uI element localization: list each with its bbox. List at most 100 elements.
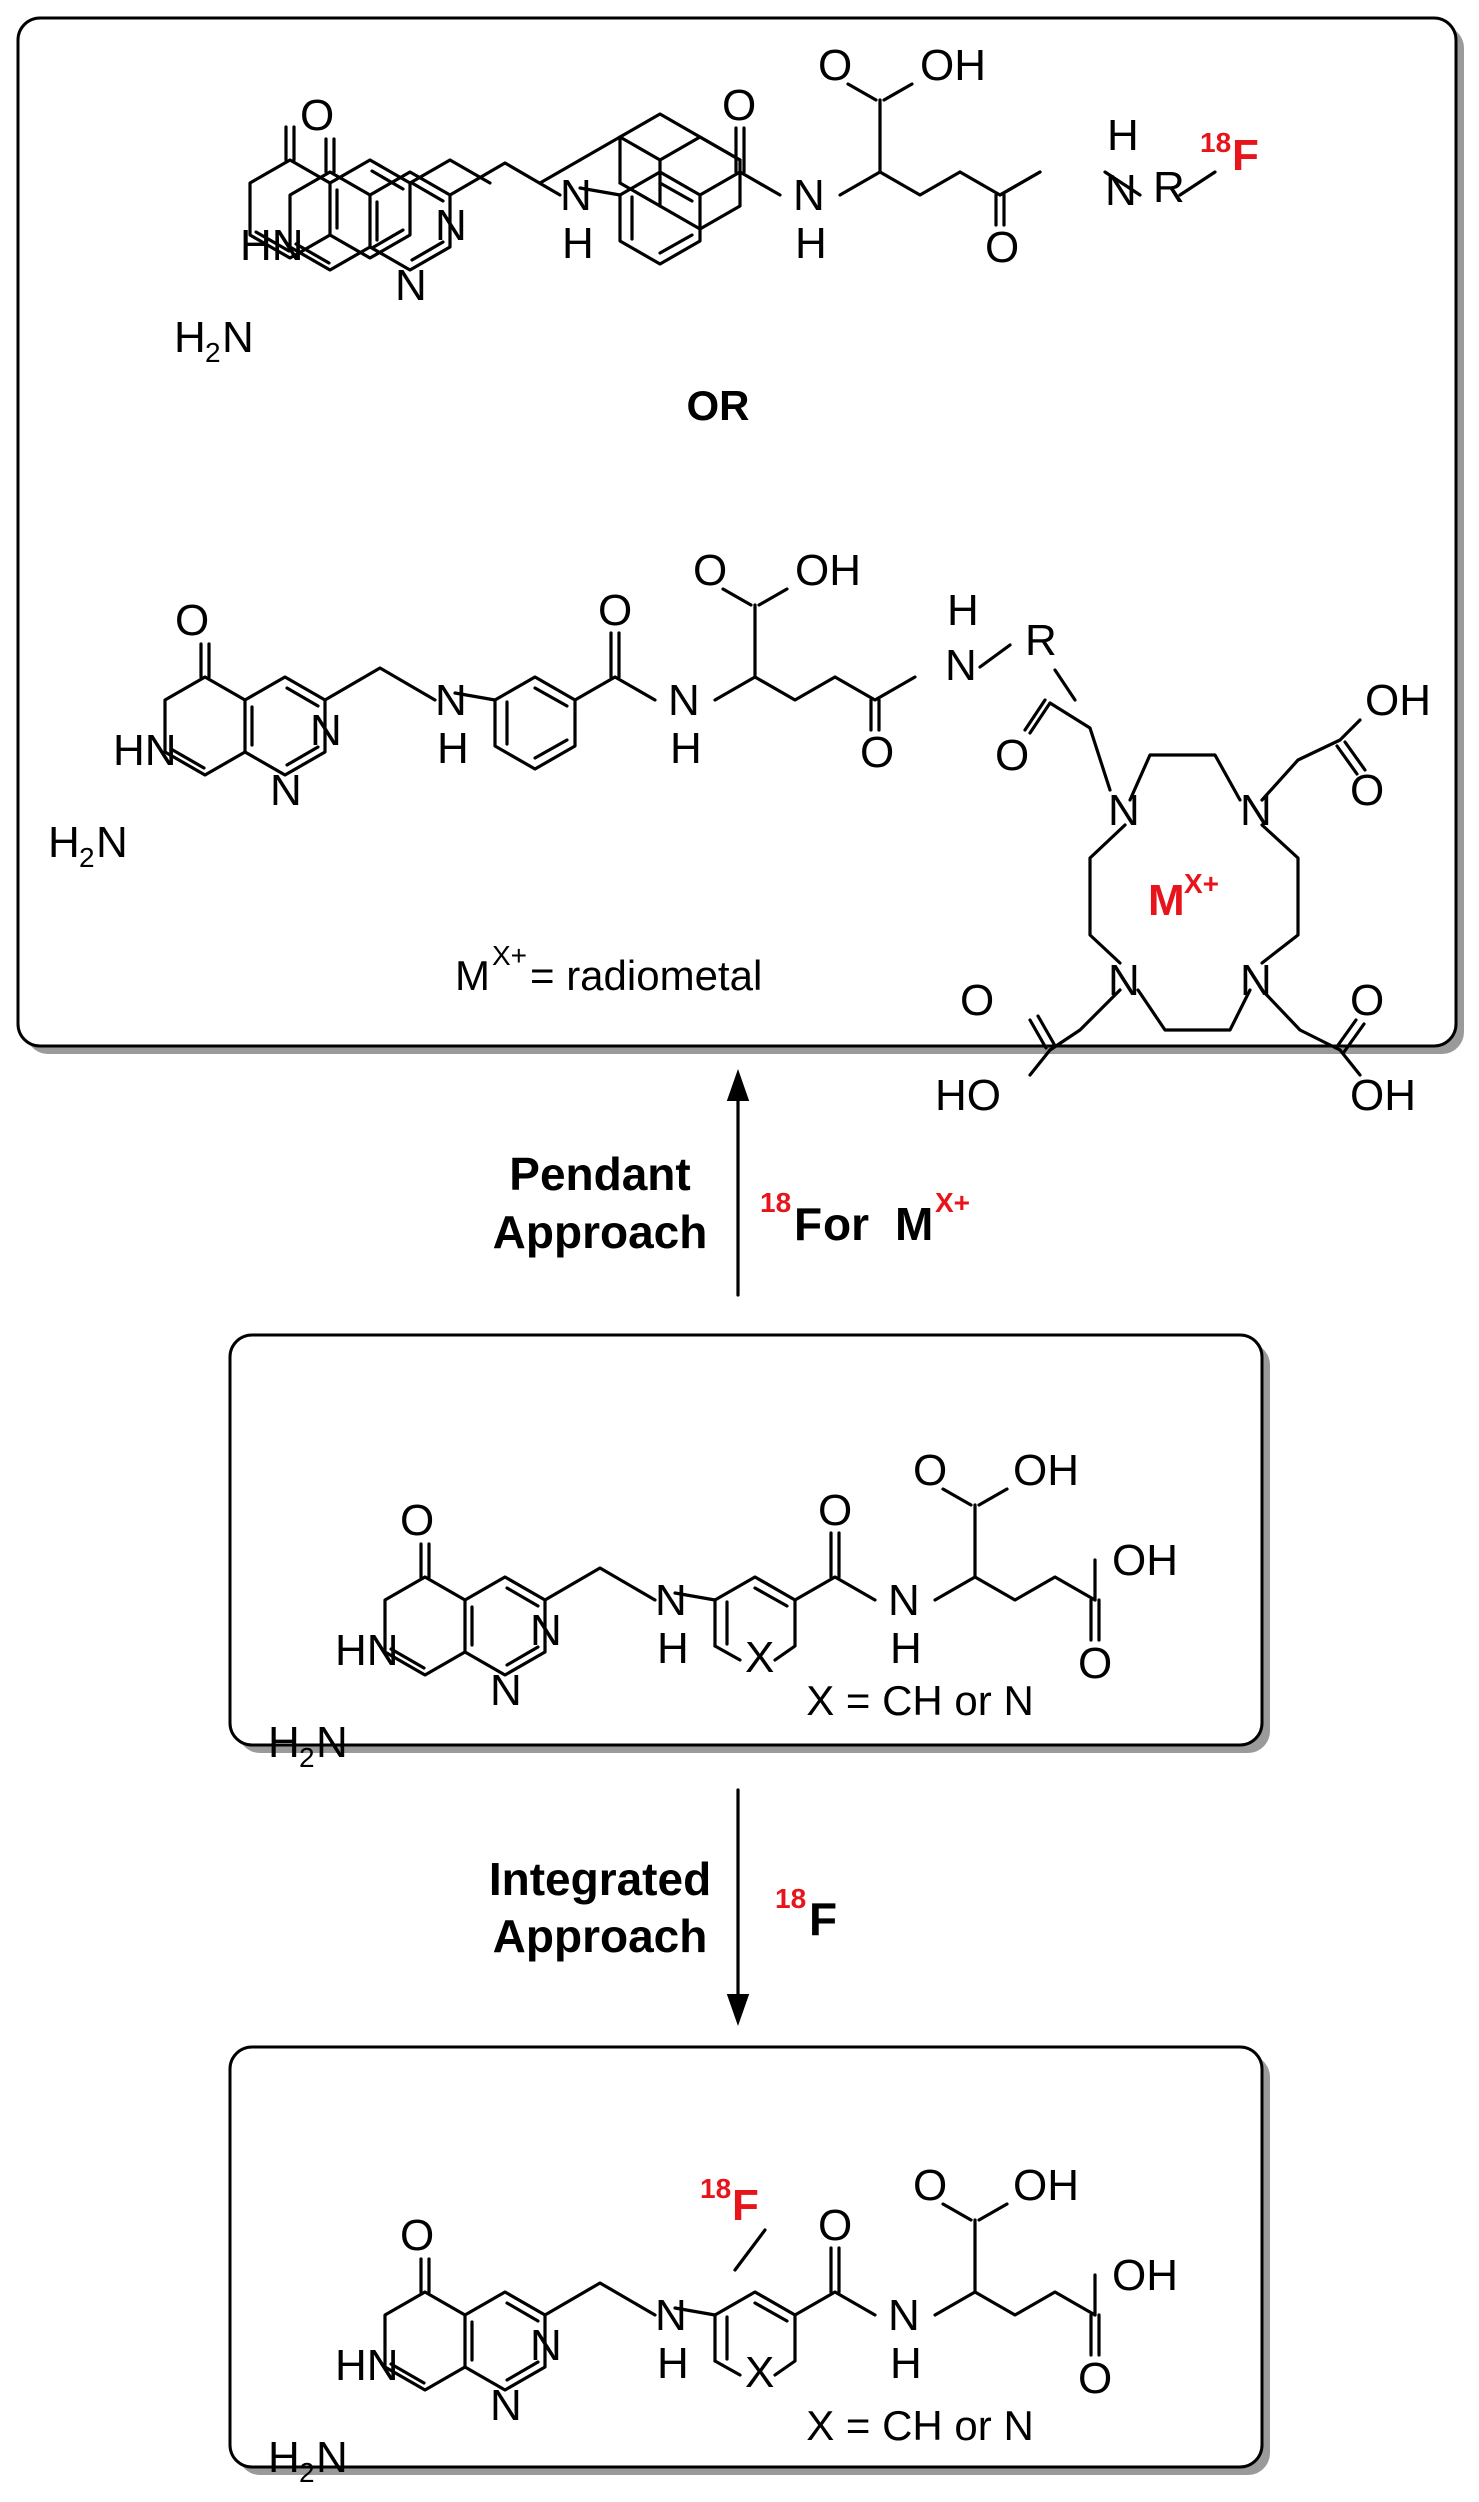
svg-text:OH: OH	[1365, 676, 1431, 725]
svg-text:H: H	[48, 818, 80, 867]
structure-1: O HN H 2 N N N N H N H O O OH O N H R 18…	[174, 41, 1259, 368]
svg-text:N: N	[310, 706, 342, 755]
svg-text:O: O	[913, 2161, 947, 2210]
svg-text:HN: HN	[240, 221, 304, 270]
svg-text:N: N	[655, 1576, 687, 1625]
svg-text:N: N	[270, 766, 302, 815]
pendant-label-line1: Pendant	[509, 1148, 690, 1200]
svg-text:= radiometal: = radiometal	[530, 952, 762, 999]
svg-text:N: N	[96, 818, 128, 867]
svg-text:M: M	[895, 1198, 933, 1250]
svg-text:18: 18	[760, 1187, 791, 1218]
svg-text:X: X	[745, 2348, 774, 2397]
svg-text:N: N	[530, 1606, 562, 1655]
svg-text:N: N	[793, 171, 825, 220]
structure-folate-f18	[248, 112, 742, 260]
svg-text:N: N	[1108, 956, 1140, 1005]
pendant-reagent: 18 F or M X+	[760, 1187, 970, 1250]
middle-panel	[228, 1333, 1270, 1753]
svg-text:N: N	[1105, 166, 1137, 215]
svg-text:N: N	[530, 2321, 562, 2370]
svg-text:H: H	[670, 724, 702, 773]
svg-text:O: O	[400, 2211, 434, 2260]
svg-text:OH: OH	[795, 546, 861, 595]
svg-text:O: O	[598, 586, 632, 635]
svg-text:N: N	[1240, 956, 1272, 1005]
svg-text:O: O	[818, 1486, 852, 1535]
middle-x-note: X = CH or N	[806, 1677, 1034, 1724]
svg-text:N: N	[1240, 786, 1272, 835]
svg-text:N: N	[655, 2291, 687, 2340]
svg-text:OH: OH	[1112, 1536, 1178, 1585]
svg-text:N: N	[945, 641, 977, 690]
structure-f18-folate: O HN H 2 N N N N H X 18 F N H O O OH OH …	[268, 2161, 1178, 2488]
bottom-x-note: X = CH or N	[806, 2402, 1034, 2449]
svg-text:H: H	[562, 219, 594, 268]
top-panel	[16, 16, 1464, 1054]
svg-text:H: H	[890, 1624, 922, 1673]
svg-text:F: F	[809, 1893, 837, 1945]
structure-folic-acid: O HN H 2 N N N N H X N H O O OH OH O	[268, 1446, 1178, 1773]
svg-text:M: M	[1148, 876, 1185, 925]
svg-text:N: N	[490, 2381, 522, 2430]
svg-text:F: F	[1232, 131, 1259, 180]
svg-text:OH: OH	[1013, 1446, 1079, 1495]
integrated-reagent: 18 F	[775, 1883, 837, 1945]
svg-text:N: N	[888, 1576, 920, 1625]
svg-text:H: H	[890, 2339, 922, 2388]
svg-text:O: O	[985, 223, 1019, 272]
svg-text:2: 2	[299, 2457, 315, 2488]
svg-text:H: H	[1107, 111, 1139, 160]
svg-text:O: O	[1350, 766, 1384, 815]
svg-text:H: H	[268, 2433, 300, 2482]
svg-text:N: N	[316, 1718, 348, 1767]
svg-text:N: N	[668, 676, 700, 725]
svg-text:N: N	[888, 2291, 920, 2340]
svg-text:O: O	[693, 546, 727, 595]
svg-text:R: R	[1153, 163, 1185, 212]
svg-text:O: O	[1350, 976, 1384, 1025]
svg-text:H: H	[268, 1718, 300, 1767]
svg-text:O: O	[1078, 2354, 1112, 2403]
svg-text:2: 2	[205, 337, 221, 368]
svg-text:2: 2	[79, 842, 95, 873]
svg-text:O: O	[913, 1446, 947, 1495]
svg-text:R: R	[1025, 616, 1057, 665]
svg-text:N: N	[490, 1666, 522, 1715]
svg-text:OH: OH	[920, 41, 986, 90]
svg-text:N: N	[222, 313, 254, 362]
svg-text:F: F	[794, 1198, 822, 1250]
svg-text:X+: X+	[935, 1187, 970, 1218]
structure-2: O HN H 2 N N N N H N H O O OH O N H R O …	[48, 546, 1431, 1120]
svg-text:X+: X+	[1184, 868, 1219, 899]
svg-text:O: O	[818, 2201, 852, 2250]
svg-text:OH: OH	[1112, 2251, 1178, 2300]
svg-text:H: H	[795, 219, 827, 268]
svg-text:H: H	[657, 1624, 689, 1673]
svg-text:N: N	[316, 2433, 348, 2482]
svg-text:O: O	[995, 731, 1029, 780]
svg-text:O: O	[860, 728, 894, 777]
svg-text:N: N	[435, 676, 467, 725]
svg-text:H: H	[437, 724, 469, 773]
svg-text:N: N	[395, 261, 427, 310]
svg-text:X+: X+	[492, 940, 527, 971]
pendant-label-line2: Approach	[493, 1206, 708, 1258]
integrated-label-line2: Approach	[493, 1910, 708, 1962]
svg-text:F: F	[732, 2181, 759, 2230]
svg-text:OH: OH	[1350, 1071, 1416, 1120]
integrated-label-line1: Integrated	[489, 1853, 711, 1905]
svg-text:O: O	[818, 41, 852, 90]
svg-text:M: M	[455, 952, 490, 999]
svg-text:O: O	[400, 1496, 434, 1545]
svg-text:X: X	[745, 1633, 774, 1682]
radiometal-note: M X+ = radiometal	[455, 940, 762, 999]
svg-text:N: N	[560, 171, 592, 220]
svg-text:HN: HN	[335, 2341, 399, 2390]
svg-text:O: O	[175, 596, 209, 645]
svg-text:18: 18	[1200, 127, 1231, 158]
svg-text:H: H	[947, 586, 979, 635]
svg-text:OH: OH	[1013, 2161, 1079, 2210]
svg-text:HN: HN	[113, 726, 177, 775]
svg-text:HO: HO	[935, 1071, 1001, 1120]
